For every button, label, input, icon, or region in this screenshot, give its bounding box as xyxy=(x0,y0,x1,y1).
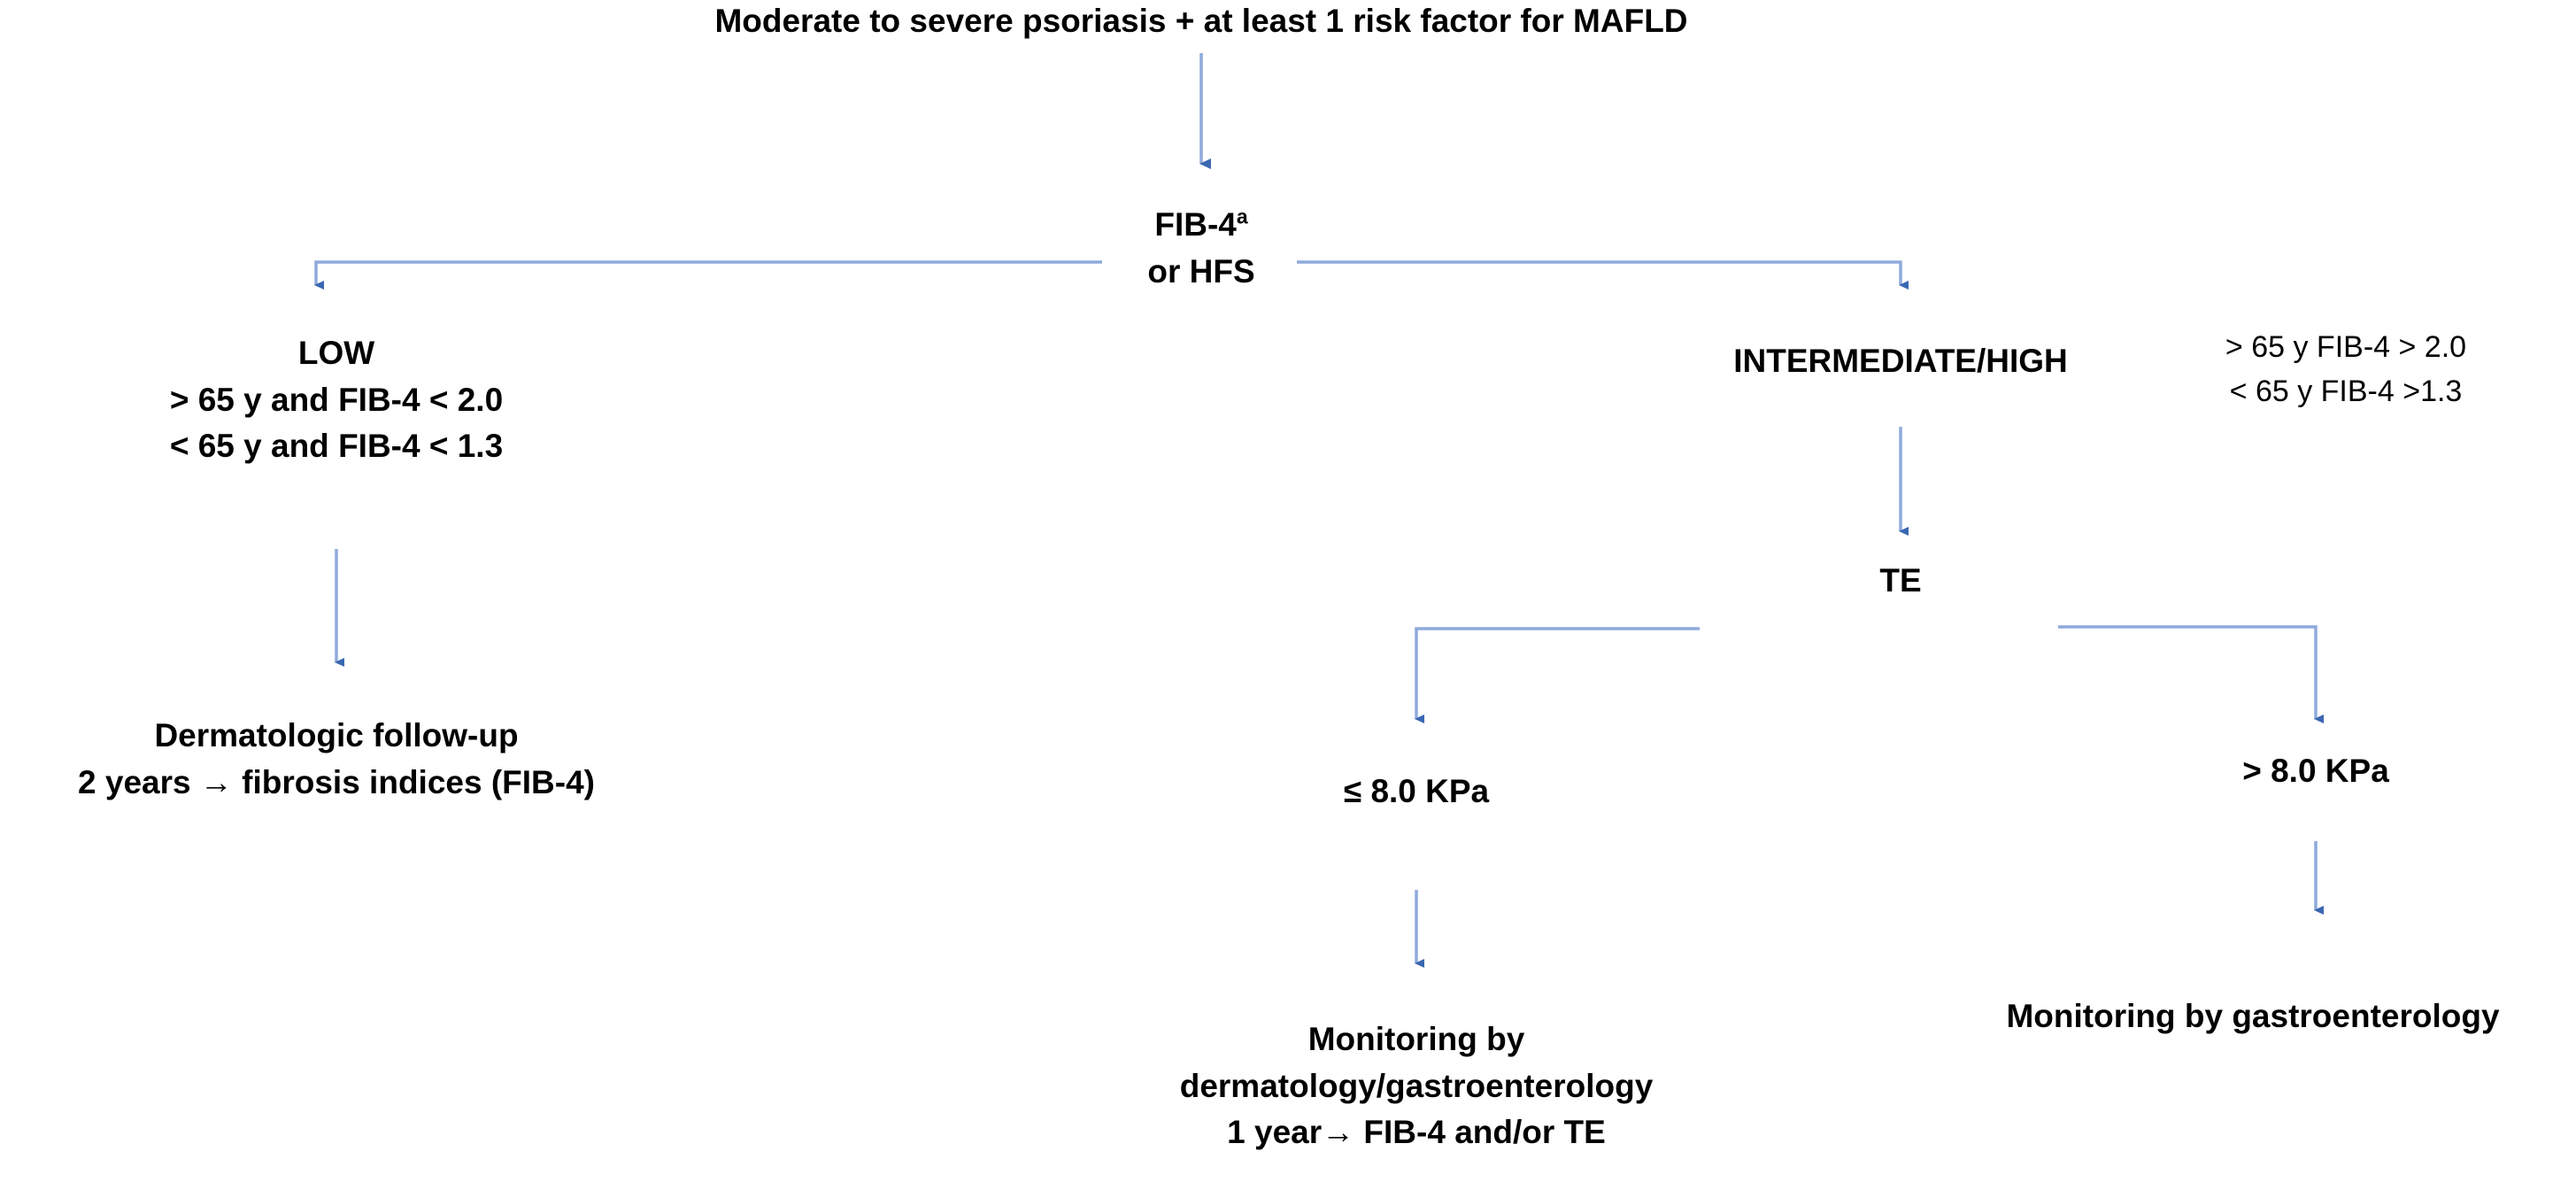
edge-fib4-to-intermediate xyxy=(1297,260,1909,290)
node-low-heading: LOW xyxy=(297,335,375,371)
node-outcome-both-line-3: 1 year→ FIB-4 and/or TE xyxy=(1227,1114,1606,1151)
edge-fib4-to-low xyxy=(314,260,1102,290)
node-low: LOW > 65 y and FIB-4 < 2.0 < 65 y and FI… xyxy=(27,330,646,470)
node-fib4-label: FIB-4a xyxy=(1154,205,1248,243)
edge-te-to-high-kpa xyxy=(2058,625,2324,723)
node-low-criterion-1: > 65 y and FIB-4 < 2.0 xyxy=(169,381,504,418)
node-intermediate-criterion-2: < 65 y FIB-4 >1.3 xyxy=(2229,374,2463,408)
node-root: Moderate to severe psoriasis + at least … xyxy=(0,0,2402,45)
edge-te-to-low-kpa xyxy=(1415,627,1700,723)
node-intermediate-high: INTERMEDIATE/HIGH xyxy=(1620,338,2181,385)
node-outcome-both-line-2: dermatology/gastroenterology xyxy=(1179,1067,1654,1104)
node-root-text: Moderate to severe psoriasis + at least … xyxy=(714,3,1688,39)
node-outcome-dermatologic: Dermatologic follow-up 2 years → fibrosi… xyxy=(0,713,673,806)
node-outcome-derm-line-2: 2 years → fibrosis indices (FIB-4) xyxy=(78,763,595,800)
node-te-label: TE xyxy=(1879,562,1922,599)
node-te-low-threshold-label: ≤ 8.0 KPa xyxy=(1343,773,1490,809)
node-outcome-dermatology-gastroenterology: Monitoring by dermatology/gastroenterolo… xyxy=(1049,1016,1784,1156)
node-te-high-threshold: > 8.0 KPa xyxy=(2139,748,2493,795)
node-outcome-both-line-1: Monitoring by xyxy=(1307,1021,1525,1057)
node-te: TE xyxy=(1812,558,1989,605)
node-intermediate-high-heading: INTERMEDIATE/HIGH xyxy=(1733,343,2068,379)
node-outcome-derm-line-1: Dermatologic follow-up xyxy=(154,717,519,753)
node-outcome-gastroenterology: Monitoring by gastroenterology xyxy=(1930,993,2576,1040)
node-fib4-test: FIB-4a or HFS xyxy=(1024,202,1378,295)
node-outcome-gastro-line-1: Monitoring by gastroenterology xyxy=(2006,998,2500,1034)
node-intermediate-criterion-1: > 65 y FIB-4 > 2.0 xyxy=(2225,330,2467,364)
node-hfs-label: or HFS xyxy=(1147,252,1255,290)
node-intermediate-high-criteria: > 65 y FIB-4 > 2.0 < 65 y FIB-4 >1.3 xyxy=(2151,326,2541,413)
footnote-marker-a: a xyxy=(1236,205,1248,228)
node-low-criterion-2: < 65 y and FIB-4 < 1.3 xyxy=(169,428,504,465)
node-te-low-threshold: ≤ 8.0 KPa xyxy=(1239,769,1593,815)
node-te-high-threshold-label: > 8.0 KPa xyxy=(2242,753,2389,789)
